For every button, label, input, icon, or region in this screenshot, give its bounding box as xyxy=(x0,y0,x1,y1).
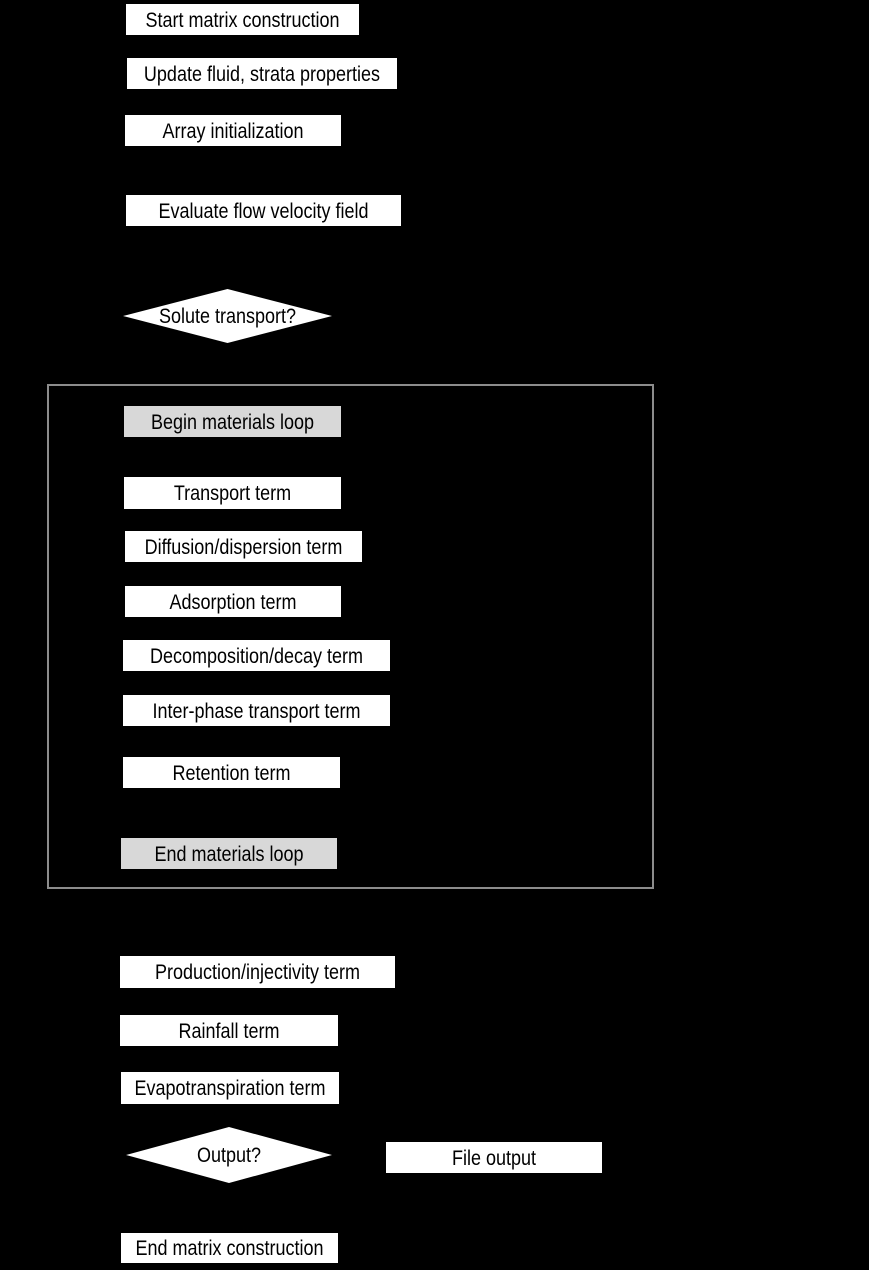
flow-node-evapotranspiration-term: Evapotranspiration term xyxy=(121,1072,339,1104)
flow-node-production-injectivity-term: Production/injectivity term xyxy=(120,956,395,988)
flow-node-label: End materials loop xyxy=(154,841,304,866)
flow-node-label: Adsorption term xyxy=(169,589,297,614)
flow-node-label: Solute transport? xyxy=(158,304,297,328)
flow-node-label: File output xyxy=(451,1145,537,1170)
flow-node-file-output: File output xyxy=(386,1142,602,1173)
flow-node-label: Begin materials loop xyxy=(150,409,315,434)
flow-node-label: Array initialization xyxy=(162,118,304,143)
flow-node-start: Start matrix construction xyxy=(126,4,359,35)
flow-node-array-initialization: Array initialization xyxy=(125,115,341,146)
decision-output: Output? xyxy=(126,1127,332,1183)
flow-node-label: Production/injectivity term xyxy=(154,960,361,984)
flow-node-rainfall-term: Rainfall term xyxy=(120,1015,338,1046)
flow-node-retention-term: Retention term xyxy=(123,757,340,788)
flow-node-label: Output? xyxy=(196,1143,262,1167)
flow-node-label: Decomposition/decay term xyxy=(149,643,364,668)
flow-node-adsorption-term: Adsorption term xyxy=(125,586,341,617)
flow-node-label: Inter-phase transport term xyxy=(152,698,361,723)
flow-node-label: Evapotranspiration term xyxy=(134,1076,326,1100)
flow-node-transport-term: Transport term xyxy=(124,477,341,509)
flow-node-end: End matrix construction xyxy=(121,1233,338,1263)
flow-node-end-materials-loop: End materials loop xyxy=(121,838,337,869)
decision-solute-transport: Solute transport? xyxy=(123,289,332,343)
flow-node-update-properties: Update fluid, strata properties xyxy=(127,58,397,89)
flow-node-label: Evaluate flow velocity field xyxy=(158,198,369,223)
flow-node-label: Transport term xyxy=(173,481,292,505)
flow-node-label: Start matrix construction xyxy=(145,7,340,32)
flow-node-diffusion-dispersion-term: Diffusion/dispersion term xyxy=(125,531,362,562)
flow-node-evaluate-flow-velocity: Evaluate flow velocity field xyxy=(126,195,401,226)
flow-node-label: Retention term xyxy=(172,760,291,785)
flow-node-begin-materials-loop: Begin materials loop xyxy=(124,406,341,437)
flow-node-decomposition-decay-term: Decomposition/decay term xyxy=(123,640,390,671)
flow-node-label: End matrix construction xyxy=(135,1236,324,1260)
flow-node-label: Update fluid, strata properties xyxy=(143,61,381,86)
flow-node-interphase-transport-term: Inter-phase transport term xyxy=(123,695,390,726)
materials-loop-container xyxy=(47,384,654,889)
flow-node-label: Diffusion/dispersion term xyxy=(144,534,343,559)
flow-node-label: Rainfall term xyxy=(178,1018,280,1043)
